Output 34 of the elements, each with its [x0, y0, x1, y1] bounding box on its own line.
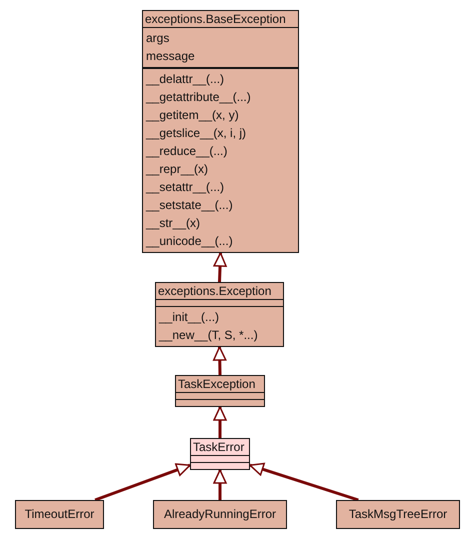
member-name: __setstate__(...) — [146, 197, 234, 214]
class-box — [15, 500, 104, 529]
member-name: __delattr__(...) — [146, 71, 226, 88]
class-box — [155, 282, 284, 347]
class-box — [190, 438, 250, 470]
member-name: __setattr__(...) — [146, 179, 226, 196]
member-name: __str__(x) — [146, 215, 202, 232]
class-name: TaskException — [177, 376, 256, 392]
member-name: __unicode__(...) — [146, 233, 234, 250]
inheritance-arrow — [94, 463, 191, 502]
inheritance-arrow — [213, 252, 227, 282]
class-box — [142, 10, 299, 253]
member-name: __init__(...) — [159, 309, 220, 326]
member-name: __getattribute__(...) — [146, 89, 252, 106]
class-box — [175, 375, 265, 407]
class-name: TimeoutError — [24, 506, 96, 523]
member-name: args — [146, 30, 170, 47]
inheritance-arrow — [212, 346, 226, 376]
member-name: __getitem__(x, y) — [146, 107, 240, 124]
class-box — [153, 500, 287, 529]
inheritance-arrow — [249, 462, 359, 502]
member-name: __new__(T, S, *...) — [159, 327, 259, 344]
class-name: exceptions.BaseException — [144, 11, 287, 27]
class-name: TaskMsgTreeError — [348, 506, 448, 523]
member-name: __getslice__(x, i, j) — [146, 125, 248, 142]
member-name: message — [146, 48, 196, 65]
class-name: exceptions.Exception — [157, 283, 272, 299]
class-name: AlreadyRunningError — [162, 506, 278, 523]
inheritance-arrow — [213, 406, 227, 438]
inheritance-arrow — [213, 469, 227, 500]
member-name: __reduce__(...) — [146, 143, 228, 160]
class-box — [336, 500, 460, 529]
class-name: TaskError — [192, 439, 246, 455]
member-name: __repr__(x) — [146, 161, 210, 178]
